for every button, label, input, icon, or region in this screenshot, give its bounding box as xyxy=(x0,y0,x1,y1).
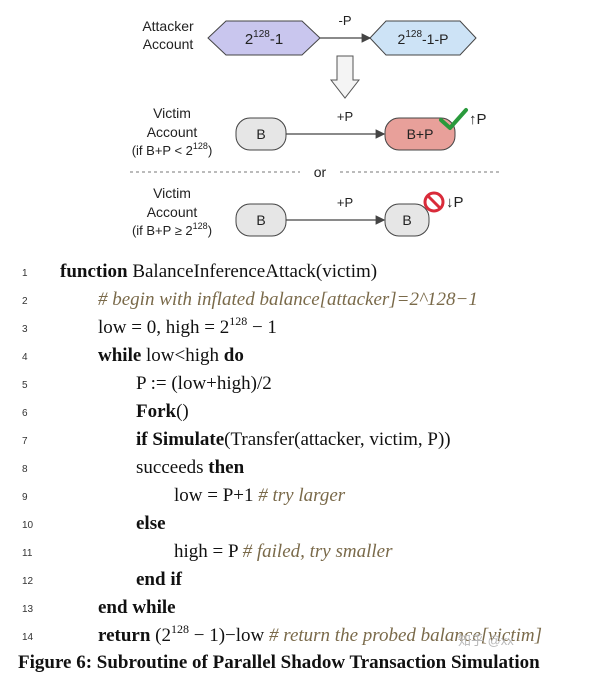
code-line-11: 11 high = P # failed, try smaller xyxy=(0,538,604,566)
code-text: (2 xyxy=(150,625,171,646)
line-number: 4 xyxy=(22,352,28,363)
line-number: 14 xyxy=(22,632,34,643)
code-line-1: 1 function BalanceInferenceAttack(victim… xyxy=(0,258,604,286)
code-text: P := (low+high)/2 xyxy=(136,373,272,394)
attacker-balance-before-text: 2128-1 xyxy=(245,29,283,48)
keyword: end if xyxy=(136,569,182,590)
line-number: 7 xyxy=(22,436,28,447)
code-line-9: 9 low = P+1 # try larger xyxy=(0,482,604,510)
line-number: 13 xyxy=(22,604,34,615)
code-line-2: 2 # begin with inflated balance[attacker… xyxy=(0,286,604,314)
victim-case2-before-text: B xyxy=(256,212,265,228)
line-number: 9 xyxy=(22,492,28,503)
keyword: then xyxy=(208,457,245,478)
victim-case2-condition: (if B+P ≥ 2128) xyxy=(132,221,212,238)
attacker-balance-after-text: 2128-1-P xyxy=(398,29,449,47)
comment: # begin with inflated balance[attacker]=… xyxy=(98,289,478,310)
code-line-5: 5 P := (low+high)/2 xyxy=(0,370,604,398)
code-text: () xyxy=(176,401,189,422)
keyword: if xyxy=(136,429,148,450)
separator-or: or xyxy=(314,164,327,180)
attack-diagram: Attacker Account 2128-1 -P 2128-1-P Vict… xyxy=(130,13,500,238)
stop-icon xyxy=(423,191,445,213)
victim-case2-after-text: B xyxy=(402,212,411,228)
comment: # failed, try smaller xyxy=(242,541,393,562)
line-number: 12 xyxy=(22,576,34,587)
line-number: 5 xyxy=(22,380,28,391)
code-text: − 1)−low xyxy=(189,625,270,646)
code-line-12: 12 end if xyxy=(0,566,604,594)
victim-case1-condition: (if B+P < 2128) xyxy=(132,141,213,158)
code-line-8: 8 succeeds then xyxy=(0,454,604,482)
code-line-10: 10 else xyxy=(0,510,604,538)
keyword: return xyxy=(98,625,151,646)
code-text: (Transfer(attacker, victim, P)) xyxy=(224,429,451,450)
code-line-6: 6 Fork() xyxy=(0,398,604,426)
down-block-arrow xyxy=(329,55,361,99)
figure-caption: Figure 6: Subroutine of Parallel Shadow … xyxy=(18,652,540,673)
line-number: 2 xyxy=(22,296,28,307)
keyword: Simulate xyxy=(147,429,225,450)
victim-case1-balance-after xyxy=(384,117,456,151)
keyword: end while xyxy=(98,597,176,618)
code-line-4: 4 while low<high do xyxy=(0,342,604,370)
victim-case1-label-line1: Victim xyxy=(153,105,191,121)
code-text: low = P+1 xyxy=(174,485,259,506)
code-text: high = P xyxy=(174,541,243,562)
line-number: 6 xyxy=(22,408,28,419)
check-icon xyxy=(439,108,468,130)
code-text: low<high xyxy=(141,345,224,366)
line-number: 3 xyxy=(22,324,28,335)
victim-case2-label-line2: Account xyxy=(147,204,198,220)
code-line-7: 7 if Simulate(Transfer(attacker, victim,… xyxy=(0,426,604,454)
victim-case1-transfer-label: +P xyxy=(337,109,353,124)
up-indicator: ↑P xyxy=(469,111,487,128)
keyword: while xyxy=(98,345,142,366)
victim-case2-label-line1: Victim xyxy=(153,185,191,201)
keyword: else xyxy=(136,513,166,534)
attacker-label-line1: Attacker xyxy=(142,18,194,34)
watermark: 知乎 @xx xyxy=(458,633,514,648)
comment: # return the probed balance[victim] xyxy=(269,625,543,646)
line-number: 8 xyxy=(22,464,28,475)
code-text: succeeds xyxy=(136,457,209,478)
attacker-transfer-label: -P xyxy=(339,13,352,28)
attacker-balance-after xyxy=(369,20,477,56)
keyword: Fork xyxy=(136,401,177,422)
victim-case1-before-text: B xyxy=(256,126,265,142)
code-line-3: 3 low = 0, high = 2128 − 1 xyxy=(0,314,604,342)
code-text: low = 0, high = 2 xyxy=(98,317,230,338)
line-number: 10 xyxy=(22,520,34,531)
comment: # try larger xyxy=(258,485,346,506)
victim-case2-transfer-label: +P xyxy=(337,195,353,210)
victim-case1-after-text: B+P xyxy=(407,126,434,142)
line-number: 11 xyxy=(22,548,33,559)
line-number: 1 xyxy=(22,268,28,279)
code-line-13: 13 end while xyxy=(0,594,604,622)
keyword: do xyxy=(223,345,244,366)
victim-case1-label-line2: Account xyxy=(147,124,198,140)
keyword: function xyxy=(60,261,128,282)
victim-case2-balance-after xyxy=(384,203,430,237)
attacker-label-line2: Account xyxy=(143,36,194,52)
code-text: − 1 xyxy=(247,317,277,338)
superscript: 128 xyxy=(229,313,248,328)
down-indicator: ↓P xyxy=(446,194,464,211)
function-signature: BalanceInferenceAttack(victim) xyxy=(127,261,378,282)
code-line-14: 14 return (2128 − 1)−low # return the pr… xyxy=(0,622,604,650)
superscript: 128 xyxy=(171,621,189,636)
